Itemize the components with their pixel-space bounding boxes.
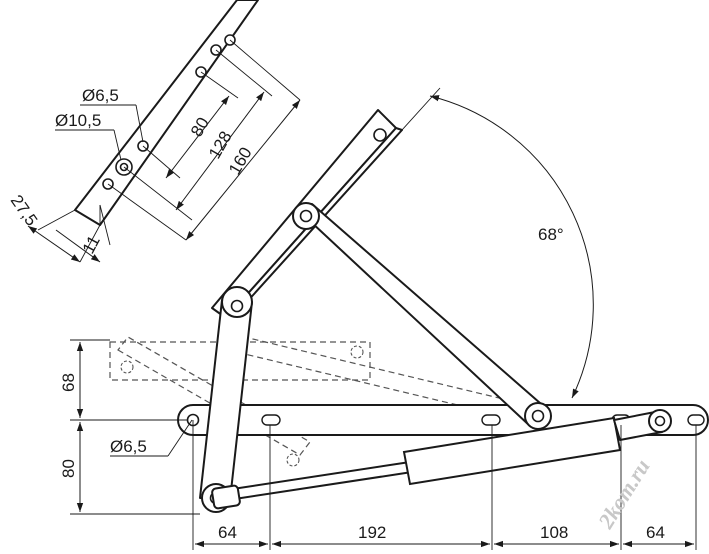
top-plate-dimensions: 80 128 160 Ø6,5 Ø10,5 27,5 11 xyxy=(7,39,301,263)
base-192-label: 192 xyxy=(358,523,386,542)
spacing-160-label: 160 xyxy=(225,144,256,178)
base-64-right-label: 64 xyxy=(646,523,665,542)
base-hole-callout: Ø6,5 xyxy=(110,419,193,457)
watermark-text: 2kom.ru xyxy=(593,455,655,534)
base-hole-label: Ø6,5 xyxy=(110,437,147,456)
top-plate-detail xyxy=(74,0,259,226)
base-64-left-label: 64 xyxy=(218,523,237,542)
short-arm xyxy=(199,286,253,513)
height-68-label: 68 xyxy=(59,373,78,392)
angle-label: 68° xyxy=(538,225,564,244)
base-108-label: 108 xyxy=(540,523,568,542)
vertical-dimensions: 68 80 xyxy=(59,339,200,515)
gas-spring xyxy=(211,409,672,510)
angle-dimension: 68° xyxy=(401,87,594,399)
spacing-80-label: 80 xyxy=(187,114,213,140)
diagonal-arm xyxy=(292,202,552,430)
horizontal-dimensions: 64 192 108 64 xyxy=(192,420,697,550)
height-80-label: 80 xyxy=(59,459,78,478)
hole-small-label: Ø6,5 xyxy=(82,86,119,105)
width-27-5-label: 27,5 xyxy=(7,191,42,229)
width-11-label: 11 xyxy=(79,232,104,257)
hole-large-label: Ø10,5 xyxy=(55,111,101,130)
